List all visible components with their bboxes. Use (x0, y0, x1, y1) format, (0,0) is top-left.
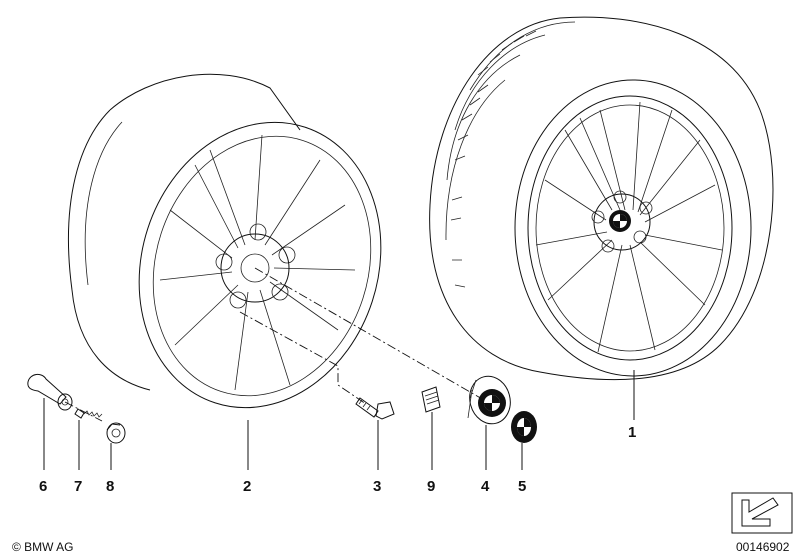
callout-6: 6 (39, 478, 47, 495)
callout-9: 9 (427, 478, 435, 495)
emblem (511, 411, 537, 443)
tire-valve (27, 374, 73, 411)
leader-lines (43, 267, 635, 470)
valve-cap (106, 422, 126, 444)
orientation-arrow-icon (731, 492, 793, 534)
callout-1: 1 (628, 424, 636, 441)
callout-8: 8 (106, 478, 114, 495)
copyright-text: © BMW AG (12, 540, 74, 554)
hub-cap (467, 375, 511, 425)
callout-5: 5 (518, 478, 526, 495)
complete-wheel-assembly (429, 16, 774, 381)
valve-insert (74, 408, 103, 419)
callout-3: 3 (373, 478, 381, 495)
callout-2: 2 (243, 478, 251, 495)
alloy-rim (67, 73, 382, 409)
balance-weight (421, 386, 441, 413)
image-number: 00146902 (736, 540, 790, 554)
callouts: 1 2 3 4 5 6 7 8 9 (39, 424, 636, 495)
callout-4: 4 (481, 478, 490, 495)
callout-7: 7 (74, 478, 82, 495)
